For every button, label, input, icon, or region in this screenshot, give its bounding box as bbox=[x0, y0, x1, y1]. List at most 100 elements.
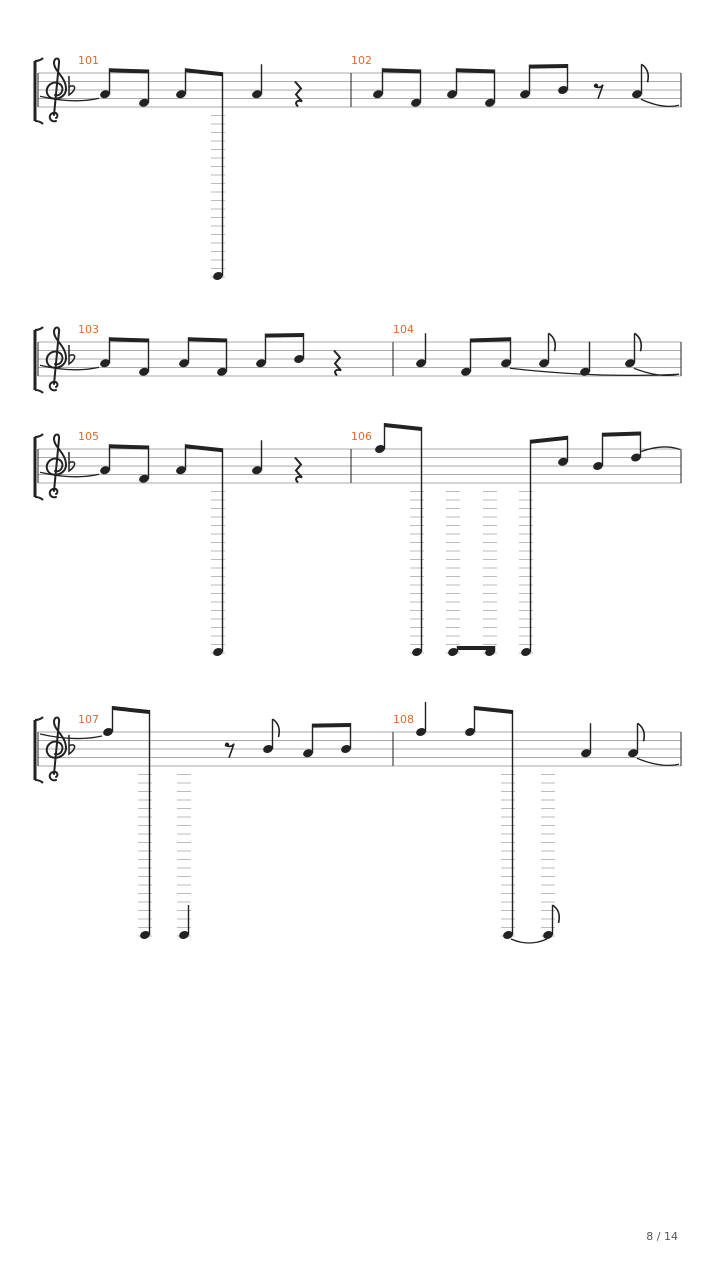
beam bbox=[265, 333, 304, 338]
note-head bbox=[100, 359, 110, 368]
note-flag bbox=[634, 332, 643, 352]
beam bbox=[109, 68, 149, 74]
beam bbox=[470, 337, 511, 343]
note-head bbox=[580, 367, 590, 376]
note-head bbox=[373, 90, 383, 99]
note-head bbox=[103, 728, 113, 736]
note-head bbox=[100, 466, 110, 475]
note-head bbox=[416, 359, 426, 368]
treble-clef bbox=[45, 433, 68, 499]
beam bbox=[457, 646, 495, 650]
quarter-rest bbox=[294, 456, 303, 484]
key-flat bbox=[68, 76, 76, 97]
note-head bbox=[213, 648, 223, 656]
note-head bbox=[632, 90, 642, 99]
tie bbox=[636, 757, 680, 767]
page-separator: / bbox=[656, 1230, 661, 1243]
tie bbox=[39, 471, 100, 478]
note-flag bbox=[552, 904, 561, 924]
measure-number-105: 105 bbox=[78, 430, 99, 443]
page-number: 8 / 14 bbox=[600, 1230, 678, 1243]
measure-number-102: 102 bbox=[351, 54, 372, 67]
note-head bbox=[447, 90, 457, 99]
beam bbox=[312, 723, 351, 728]
beam bbox=[109, 444, 149, 450]
note-flag bbox=[637, 722, 646, 742]
note-head bbox=[631, 453, 641, 462]
beam bbox=[188, 337, 227, 343]
measure-number-101: 101 bbox=[78, 54, 99, 67]
note-head bbox=[140, 931, 150, 939]
bracket-hook bbox=[34, 57, 44, 125]
measure-number-107: 107 bbox=[78, 713, 99, 726]
note-head bbox=[213, 272, 223, 280]
note-head bbox=[558, 86, 568, 94]
note-head bbox=[448, 648, 458, 656]
note-head bbox=[217, 367, 227, 376]
beam bbox=[529, 64, 568, 69]
measure-number-106: 106 bbox=[351, 430, 372, 443]
bracket-hook bbox=[34, 433, 44, 501]
quarter-rest bbox=[294, 80, 303, 108]
quarter-rest bbox=[333, 349, 342, 377]
note-head bbox=[593, 462, 603, 470]
beam bbox=[474, 706, 513, 714]
note-head bbox=[294, 355, 304, 363]
key-flat bbox=[68, 452, 76, 473]
tie bbox=[39, 364, 100, 371]
measure-number-108: 108 bbox=[393, 713, 414, 726]
tie bbox=[640, 446, 681, 453]
note-head bbox=[521, 648, 531, 656]
key-flat bbox=[68, 735, 76, 756]
beam bbox=[112, 706, 150, 714]
note-head bbox=[465, 728, 475, 736]
note-head bbox=[485, 648, 495, 656]
note-flag bbox=[272, 718, 281, 738]
note-head bbox=[412, 648, 422, 656]
measure-number-103: 103 bbox=[78, 323, 99, 336]
note-head bbox=[179, 359, 189, 368]
bracket-hook bbox=[34, 326, 44, 394]
bracket-hook bbox=[34, 716, 44, 784]
eighth-rest bbox=[226, 743, 235, 759]
note-head bbox=[139, 98, 149, 107]
note-head bbox=[411, 98, 421, 107]
note-head bbox=[416, 728, 426, 736]
note-head bbox=[176, 466, 186, 475]
note-head bbox=[176, 90, 186, 99]
note-head bbox=[252, 90, 262, 99]
key-flat bbox=[68, 345, 76, 366]
note-head bbox=[263, 745, 273, 753]
page-total: 14 bbox=[664, 1230, 678, 1243]
note-head bbox=[252, 466, 262, 475]
beam bbox=[384, 423, 422, 431]
note-head bbox=[139, 474, 149, 483]
note-head bbox=[539, 359, 549, 368]
note-head bbox=[256, 359, 266, 368]
system-2: 103 104 bbox=[33, 323, 682, 394]
beam bbox=[382, 68, 421, 74]
beam bbox=[185, 68, 223, 77]
treble-clef bbox=[45, 716, 68, 782]
system-3: 105 106 bbox=[33, 423, 682, 656]
note-flag bbox=[548, 332, 557, 352]
note-head bbox=[501, 359, 511, 368]
eighth-rest bbox=[595, 84, 604, 100]
note-head bbox=[461, 367, 471, 376]
beam bbox=[109, 337, 149, 343]
note-head bbox=[543, 931, 553, 939]
note-head bbox=[341, 745, 351, 753]
treble-clef bbox=[45, 57, 68, 123]
note-head bbox=[558, 457, 568, 466]
tie bbox=[640, 98, 680, 108]
note-head bbox=[485, 98, 495, 107]
note-head bbox=[139, 367, 149, 376]
note-head bbox=[303, 749, 313, 758]
system-1: 101 102 bbox=[33, 54, 682, 280]
tie bbox=[510, 938, 548, 944]
beam bbox=[185, 444, 223, 453]
measure-number-104: 104 bbox=[393, 323, 414, 336]
note-head bbox=[520, 90, 530, 99]
tie bbox=[39, 95, 100, 102]
